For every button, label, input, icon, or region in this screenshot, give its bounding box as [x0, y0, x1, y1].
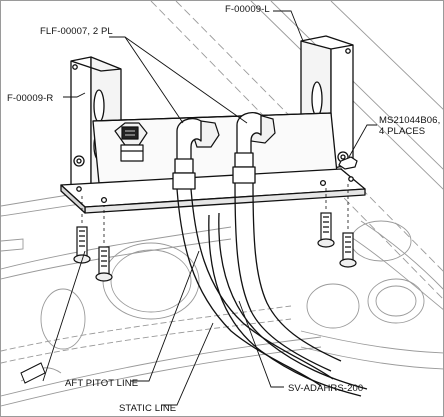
fitting-callout: FLF-00007, 2 PL: [40, 26, 113, 37]
mounting-screws: [73, 156, 358, 282]
aft-pitot-line-callout: AFT PITOT LINE: [65, 378, 139, 389]
sv-adahrs-callout: SV-ADAHRS-200: [288, 383, 364, 394]
bracket-right-callout: F-00009-R: [7, 93, 54, 104]
leader-lines: [42, 10, 377, 406]
hardware-callout-qty: 4 PLACES: [379, 126, 426, 137]
elbow-fittings: [172, 111, 262, 190]
projection-lines: [81, 183, 349, 243]
background-structure: [1, 1, 443, 407]
bracket-left-callout: F-00009-L: [225, 4, 270, 15]
cable-clip: [20, 362, 46, 384]
hardware-callout-part: MS21044B06,: [379, 115, 441, 126]
hardware-callout: MS21044B06, 4 PLACES: [379, 115, 440, 137]
pitot-static-hoses: [176, 182, 368, 397]
static-line-callout: STATIC LINE: [119, 403, 177, 414]
base-plate: [60, 168, 366, 214]
bulkhead-fitting-left: [114, 122, 148, 162]
